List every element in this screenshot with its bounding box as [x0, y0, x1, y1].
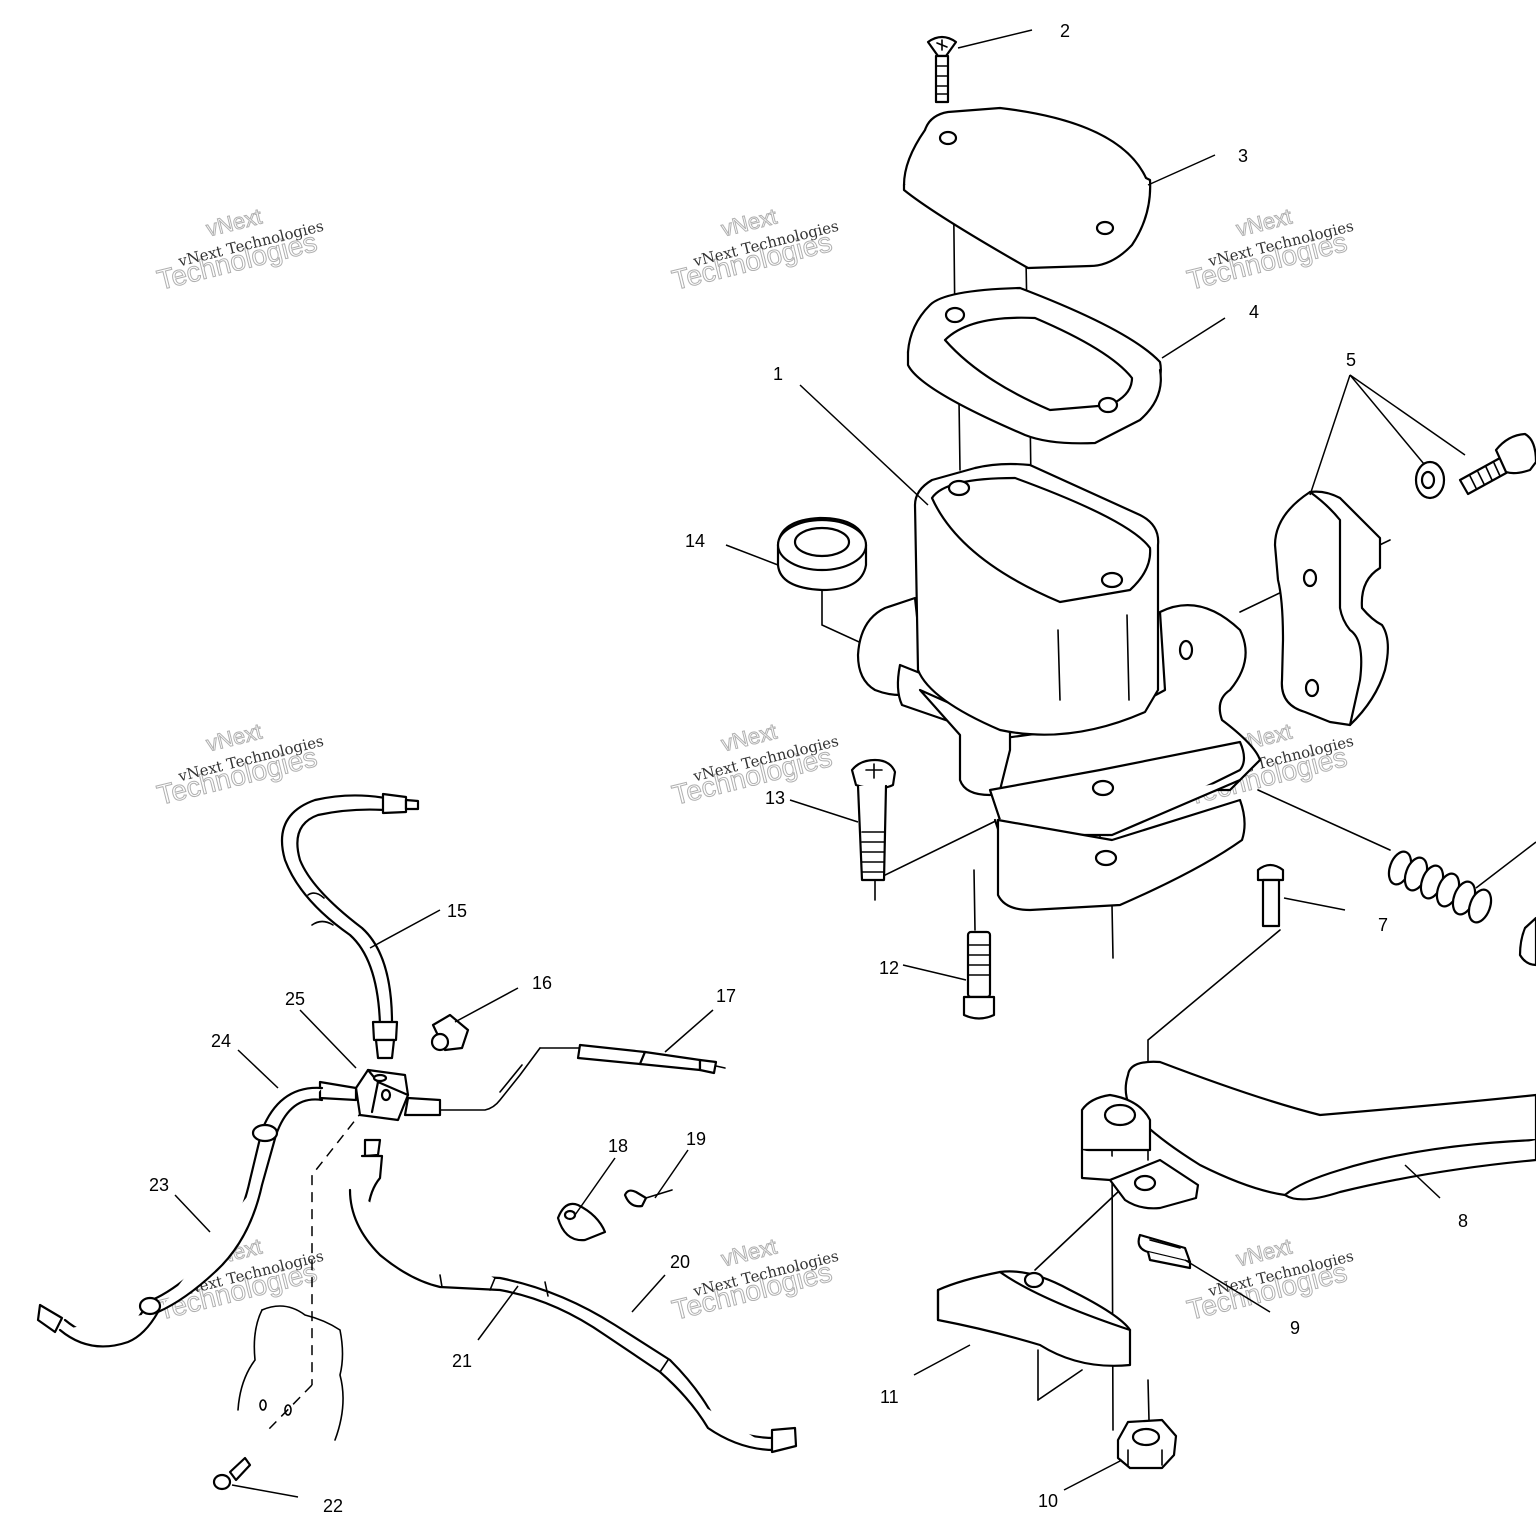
clip-part-18: [556, 1202, 607, 1242]
lever-block-part-11: [936, 1270, 1132, 1367]
callout-7: 7: [1378, 915, 1388, 935]
master-cylinder-body-part-1: [856, 462, 1262, 912]
clip-part-9: [1137, 1233, 1192, 1270]
callout-12: 12: [879, 958, 899, 978]
watermark-4: vNext Technologies vNext Technologies: [153, 718, 325, 811]
callout-3: 3: [1238, 146, 1248, 166]
callout-16: 16: [532, 973, 552, 993]
callout-18: 18: [608, 1136, 628, 1156]
callout-13: 13: [765, 788, 785, 808]
callout-labels: 1 2 3 4 5 7 8 9 10 11 12 13 14 15 16 17 …: [149, 21, 1468, 1516]
bolt-part-13: [850, 758, 897, 882]
callout-2: 2: [1060, 21, 1070, 41]
seal-ring-part-14: [776, 516, 868, 592]
callout-22: 22: [323, 1496, 343, 1516]
watermark-5: vNext Technologies vNext Technologies: [668, 718, 840, 811]
pin-part-7: [1256, 863, 1285, 928]
callout-23: 23: [149, 1175, 169, 1195]
washer-part-5: [1414, 460, 1446, 500]
watermark-1: vNext Technologies vNext Technologies: [153, 203, 325, 296]
clamp-part-5: [1273, 490, 1389, 727]
callout-15: 15: [447, 901, 467, 921]
watermark-2: vNext Technologies vNext Technologies: [668, 203, 840, 296]
watermark-3: vNext Technologies vNext Technologies: [1183, 203, 1355, 296]
frame-fragment: [237, 1305, 344, 1441]
tee-block-part-25: [318, 1068, 442, 1122]
screw-part-2: [926, 35, 958, 104]
fitting-part-16: [430, 1013, 470, 1052]
hose-part-15: [280, 792, 420, 1060]
callout-24: 24: [211, 1031, 231, 1051]
brake-lever-part-8: [1080, 1060, 1536, 1210]
callout-20: 20: [670, 1252, 690, 1272]
callout-4: 4: [1249, 302, 1259, 322]
callout-9: 9: [1290, 1318, 1300, 1338]
switch-wire-part-17: [429, 1043, 726, 1111]
brake-line-part-24: [150, 1086, 324, 1314]
callout-17: 17: [716, 986, 736, 1006]
callout-25: 25: [285, 989, 305, 1009]
callout-8: 8: [1458, 1211, 1468, 1231]
callout-21: 21: [452, 1351, 472, 1371]
callout-14: 14: [685, 531, 705, 551]
callout-19: 19: [686, 1129, 706, 1149]
bolt-part-5: [1458, 432, 1536, 496]
leader-lines: [174, 29, 1536, 1498]
brake-line-part-20: [348, 1138, 798, 1454]
callout-11: 11: [880, 1387, 899, 1407]
reservoir-cover-part-3: [902, 106, 1152, 270]
rivet-part-19: [623, 1189, 673, 1208]
screw-part-22: [212, 1456, 252, 1491]
screw-part-12: [962, 930, 996, 1020]
brake-line-part-23: [36, 1296, 162, 1348]
watermark-8: vNext Technologies vNext Technologies: [668, 1233, 840, 1326]
gasket-part-4: [906, 286, 1162, 445]
callout-10: 10: [1038, 1491, 1058, 1511]
callout-5: 5: [1346, 350, 1356, 370]
spring: [1387, 850, 1536, 967]
callout-1: 1: [773, 364, 783, 384]
nut-part-10: [1116, 1418, 1178, 1470]
